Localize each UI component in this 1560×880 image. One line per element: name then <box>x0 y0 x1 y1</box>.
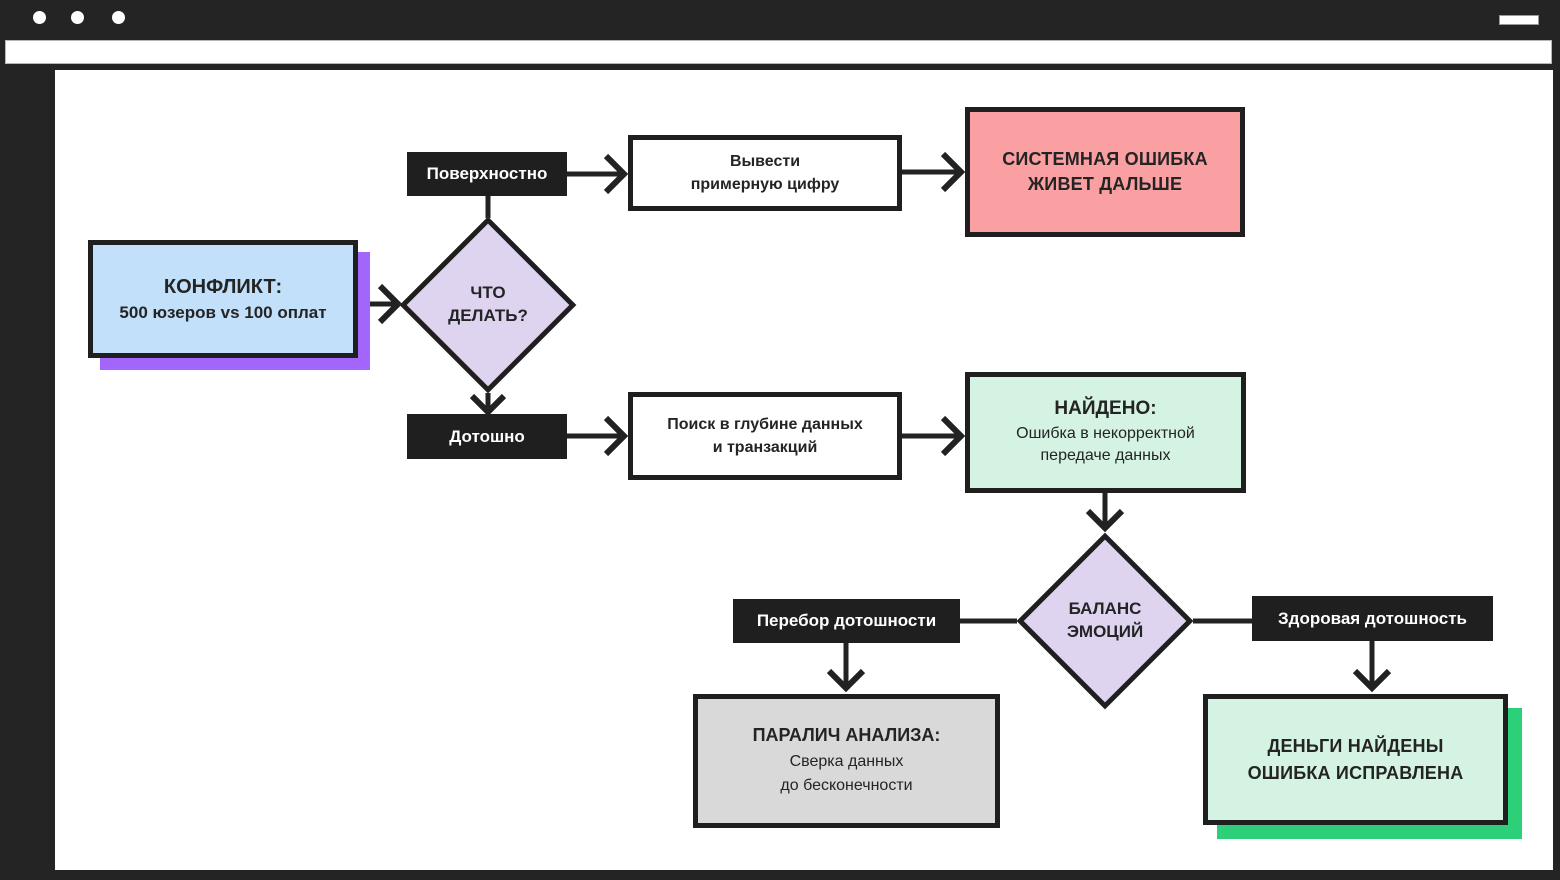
rough-line2: примерную цифру <box>690 176 840 193</box>
label-overdo: Перебор дотошности <box>733 599 960 643</box>
syserror-line1: СИСТЕМНАЯ ОШИБКА <box>1002 148 1208 169</box>
system-error-node: СИСТЕМНАЯ ОШИБКА ЖИВЕТ ДАЛЬШЕ <box>965 107 1245 237</box>
rough-number-node: Вывести примерную цифру <box>628 135 902 211</box>
window-dot-icon[interactable] <box>33 11 46 24</box>
decision-what-to-do: ЧТО ДЕЛАТЬ? <box>399 216 577 394</box>
deep-search-node: Поиск в глубине данных и транзакций <box>628 392 902 480</box>
deep-line2: и транзакций <box>712 439 818 456</box>
found-title: НАЙДЕНО: <box>1054 397 1157 419</box>
paralysis-line1: Сверка данных <box>789 753 904 771</box>
money-found-node: ДЕНЬГИ НАЙДЕНЫ ОШИБКА ИСПРАВЛЕНА <box>1203 694 1508 825</box>
label-meticulous: Дотошно <box>407 414 567 459</box>
money-line2: ОШИБКА ИСПРАВЛЕНА <box>1247 762 1464 783</box>
window-dot-icon[interactable] <box>112 11 125 24</box>
found-node: НАЙДЕНО: Ошибка в некорректной передаче … <box>965 372 1246 493</box>
conflict-node: КОНФЛИКТ: 500 юзеров vs 100 оплат <box>88 240 358 358</box>
deep-line1: Поиск в глубине данных <box>667 415 863 433</box>
window-dot-icon[interactable] <box>71 11 84 24</box>
paralysis-line2: до бесконечности <box>780 776 913 794</box>
found-line1: Ошибка в некорректной <box>1016 424 1195 442</box>
decision-what-line2: ДЕЛАТЬ? <box>448 306 528 325</box>
label-healthy: Здоровая дотошность <box>1252 596 1493 641</box>
window-minimize-icon[interactable] <box>1499 15 1539 25</box>
money-line1: ДЕНЬГИ НАЙДЕНЫ <box>1267 735 1444 756</box>
label-superficial: Поверхностно <box>407 152 567 196</box>
decision-balance-line2: ЭМОЦИЙ <box>1066 622 1144 641</box>
found-line2: передаче данных <box>1040 447 1171 464</box>
paralysis-title: ПАРАЛИЧ АНАЛИЗА: <box>752 725 941 746</box>
decision-balance: БАЛАНС ЭМОЦИЙ <box>1016 532 1194 710</box>
address-bar[interactable] <box>5 40 1552 64</box>
decision-what-line1: ЧТО <box>470 283 506 303</box>
rough-line1: Вывести <box>729 152 801 170</box>
paralysis-node: ПАРАЛИЧ АНАЛИЗА: Сверка данных до бескон… <box>693 694 1000 828</box>
decision-balance-line1: БАЛАНС <box>1068 599 1142 619</box>
conflict-title: КОНФЛИКТ: <box>163 275 283 298</box>
syserror-line2: ЖИВЕТ ДАЛЬШЕ <box>1027 174 1183 194</box>
conflict-subtitle: 500 юзеров vs 100 оплат <box>119 302 327 322</box>
